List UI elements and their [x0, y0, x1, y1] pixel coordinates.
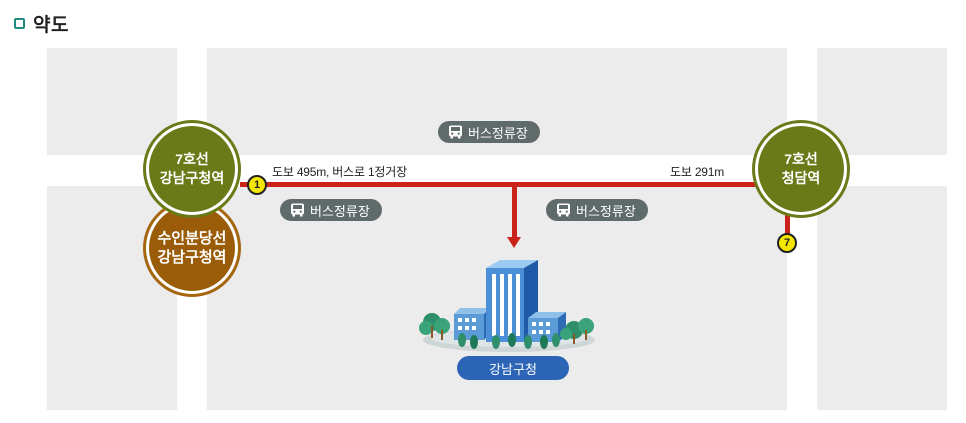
- bus-stop-label: 버스정류장: [546, 199, 648, 221]
- exit-badge-7: 7: [777, 233, 797, 253]
- station-gangnam-gu-line7[interactable]: 7호선 강남구청역: [146, 123, 238, 215]
- station-line-label: 수인분당선: [157, 230, 227, 247]
- bus-stop-text: 버스정류장: [576, 203, 636, 219]
- route-line-exit7: [785, 212, 790, 236]
- station-cheongdam[interactable]: 7호선 청담역: [755, 123, 847, 215]
- bus-icon: [557, 203, 570, 217]
- bus-stop-text: 버스정류장: [468, 125, 528, 141]
- bus-icon: [291, 203, 304, 217]
- bus-icon: [449, 125, 462, 139]
- station-line-label: 7호선: [784, 151, 818, 167]
- station-name-label: 청담역: [781, 170, 821, 186]
- route-line-main: [240, 182, 760, 187]
- route-distance-right: 도보 291m: [670, 165, 725, 179]
- station-name-label: 강남구청역: [157, 249, 227, 266]
- station-gangnam-gu-bundang[interactable]: 수인분당선 강남구청역: [146, 202, 238, 294]
- arrow-down-icon: [507, 237, 521, 248]
- bus-stop-label: 버스정류장: [438, 121, 540, 143]
- building-icon: [419, 260, 595, 352]
- road-vertical-right: [787, 48, 817, 410]
- station-inner: 7호선 청담역: [758, 126, 844, 212]
- page-title: 약도: [33, 15, 69, 36]
- station-name-label: 강남구청역: [159, 170, 225, 186]
- bus-stop-text: 버스정류장: [310, 203, 370, 219]
- section-header: 약도: [14, 10, 69, 37]
- exit-badge-1: 1: [247, 175, 267, 195]
- station-line-label: 7호선: [175, 151, 209, 167]
- route-line-down: [512, 186, 517, 238]
- bus-stop-label: 버스정류장: [280, 199, 382, 221]
- station-inner: 수인분당선 강남구청역: [149, 205, 235, 291]
- destination-label: 강남구청: [457, 356, 569, 380]
- route-distance-left: 도보 495m, 버스로 1정거장: [272, 165, 407, 179]
- title-bullet-icon: [14, 18, 25, 29]
- station-inner: 7호선 강남구청역: [149, 126, 235, 212]
